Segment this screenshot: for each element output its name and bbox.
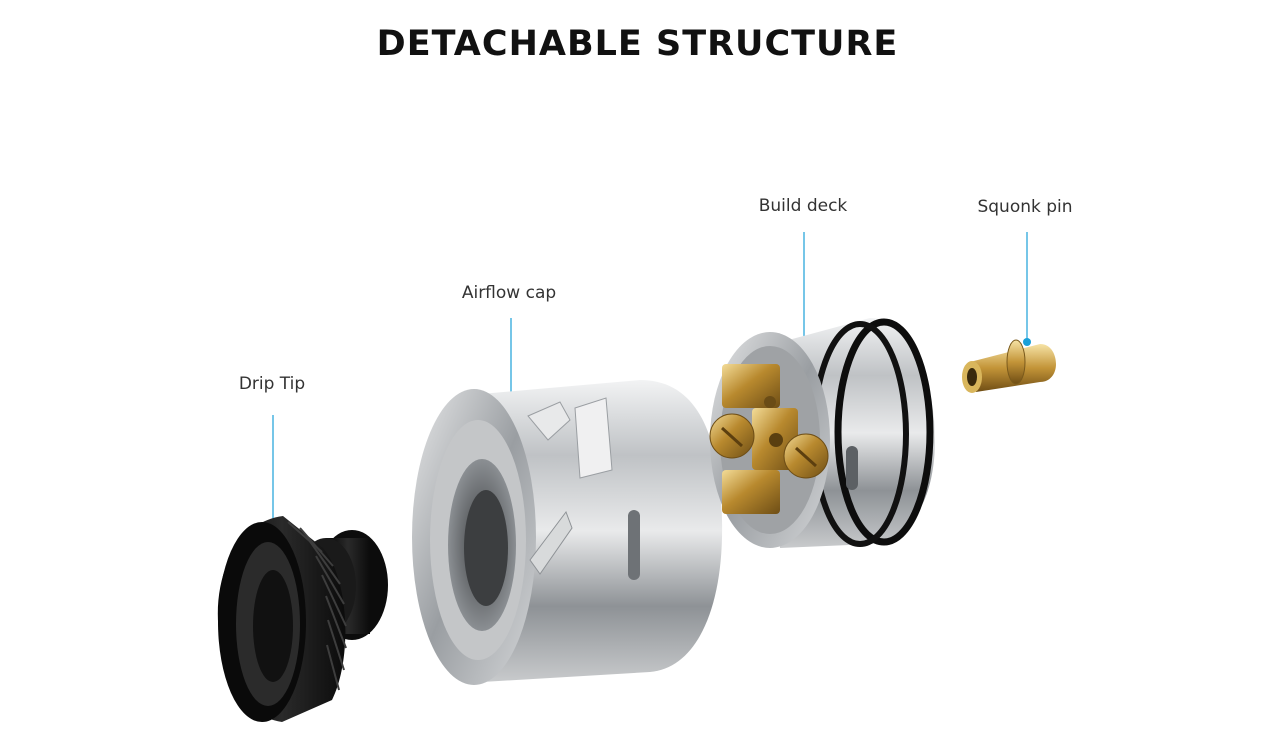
label-airflow-cap: Airflow cap — [461, 283, 557, 303]
squonk-pin-part — [962, 339, 1056, 393]
leader-lines — [272, 232, 1028, 526]
airflow-cap-part — [412, 380, 723, 685]
drip-tip-part — [217, 516, 388, 722]
label-build-deck: Build deck — [758, 196, 848, 216]
label-drip-tip: Drip Tip — [238, 374, 306, 394]
label-squonk-pin: Squonk pin — [977, 197, 1073, 217]
build-deck-part — [709, 318, 935, 548]
page-title: DETACHABLE STRUCTURE — [376, 24, 899, 64]
